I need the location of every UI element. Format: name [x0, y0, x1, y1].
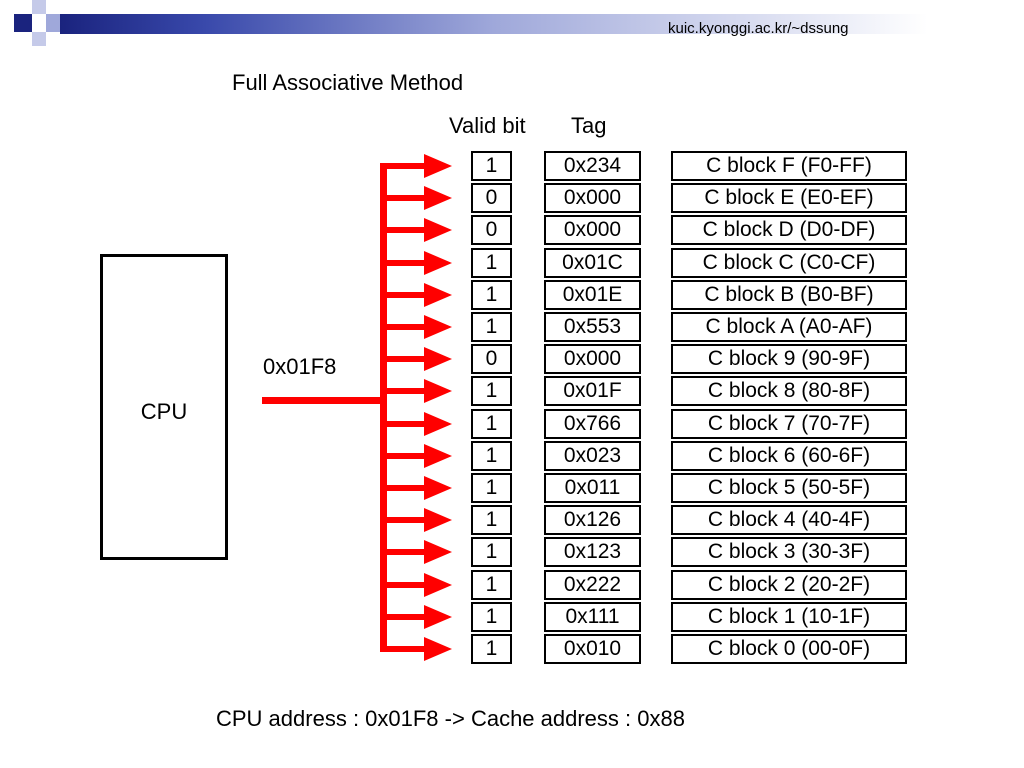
- tag-cell: 0x000: [544, 215, 641, 245]
- branch-arrow-line: [383, 517, 425, 523]
- branch-arrow-head: [424, 251, 452, 275]
- tag-cell: 0x111: [544, 602, 641, 632]
- valid-bit-cell: 1: [471, 151, 512, 181]
- valid-bit-header: Valid bit: [449, 113, 526, 138]
- tag-cell: 0x01E: [544, 280, 641, 310]
- valid-bit-cell: 1: [471, 634, 512, 664]
- header-bar: kuic.kyonggi.ac.kr/~dssung: [0, 0, 1024, 48]
- tag-cell: 0x222: [544, 570, 641, 600]
- valid-bit-cell: 1: [471, 248, 512, 278]
- cache-block-cell: C block C (C0-CF): [671, 248, 907, 278]
- address-label: 0x01F8: [263, 354, 337, 379]
- branch-arrow-head: [424, 444, 452, 468]
- cache-block-cell: C block 5 (50-5F): [671, 473, 907, 503]
- site-url: kuic.kyonggi.ac.kr/~dssung: [668, 20, 849, 37]
- branch-arrow-head: [424, 476, 452, 500]
- valid-bit-cell: 0: [471, 215, 512, 245]
- valid-bit-cell: 1: [471, 473, 512, 503]
- tag-cell: 0x023: [544, 441, 641, 471]
- tag-cell: 0x000: [544, 344, 641, 374]
- branch-arrow-line: [383, 260, 425, 266]
- branch-arrow-line: [383, 485, 425, 491]
- branch-arrow-head: [424, 412, 452, 436]
- tag-cell: 0x010: [544, 634, 641, 664]
- cache-block-cell: C block F (F0-FF): [671, 151, 907, 181]
- tag-cell: 0x011: [544, 473, 641, 503]
- valid-bit-cell: 0: [471, 183, 512, 213]
- branch-arrow-head: [424, 605, 452, 629]
- cache-block-cell: C block A (A0-AF): [671, 312, 907, 342]
- cache-block-cell: C block 0 (00-0F): [671, 634, 907, 664]
- cache-block-cell: C block B (B0-BF): [671, 280, 907, 310]
- bottom-note: CPU address : 0x01F8 -> Cache address : …: [216, 706, 685, 731]
- branch-arrow-line: [383, 324, 425, 330]
- tag-cell: 0x126: [544, 505, 641, 535]
- cache-block-cell: C block D (D0-DF): [671, 215, 907, 245]
- branch-arrow-head: [424, 315, 452, 339]
- cache-block-cell: C block 1 (10-1F): [671, 602, 907, 632]
- branch-arrow-line: [383, 549, 425, 555]
- cache-block-cell: C block 6 (60-6F): [671, 441, 907, 471]
- logo-square-light: [46, 14, 60, 32]
- tag-cell: 0x123: [544, 537, 641, 567]
- valid-bit-cell: 1: [471, 280, 512, 310]
- tag-cell: 0x01C: [544, 248, 641, 278]
- cache-block-cell: C block 9 (90-9F): [671, 344, 907, 374]
- branch-arrow-line: [383, 227, 425, 233]
- valid-bit-cell: 1: [471, 441, 512, 471]
- tag-cell: 0x553: [544, 312, 641, 342]
- valid-bit-cell: 1: [471, 505, 512, 535]
- valid-bit-cell: 1: [471, 409, 512, 439]
- cache-block-cell: C block 4 (40-4F): [671, 505, 907, 535]
- input-arrow-line: [262, 397, 386, 404]
- branch-arrow-head: [424, 379, 452, 403]
- logo-square-light: [32, 0, 46, 14]
- valid-bit-cell: 1: [471, 602, 512, 632]
- tag-cell: 0x01F: [544, 376, 641, 406]
- branch-arrow-head: [424, 637, 452, 661]
- cache-block-cell: C block 2 (20-2F): [671, 570, 907, 600]
- cache-block-cell: C block E (E0-EF): [671, 183, 907, 213]
- tag-cell: 0x000: [544, 183, 641, 213]
- tag-cell: 0x234: [544, 151, 641, 181]
- logo-square-dark: [14, 14, 32, 32]
- branch-arrow-line: [383, 614, 425, 620]
- branch-arrow-line: [383, 292, 425, 298]
- valid-bit-cell: 1: [471, 312, 512, 342]
- branch-arrow-line: [383, 646, 425, 652]
- branch-arrow-line: [383, 388, 425, 394]
- branch-arrow-line: [383, 356, 425, 362]
- logo-square-light: [32, 32, 46, 46]
- cache-block-cell: C block 7 (70-7F): [671, 409, 907, 439]
- branch-arrow-head: [424, 540, 452, 564]
- branch-arrow-line: [383, 582, 425, 588]
- branch-arrow-head: [424, 573, 452, 597]
- diagram-title: Full Associative Method: [232, 70, 464, 95]
- branch-arrow-head: [424, 218, 452, 242]
- valid-bit-cell: 1: [471, 376, 512, 406]
- header-gradient: [60, 14, 1024, 34]
- branch-arrow-head: [424, 154, 452, 178]
- branch-arrow-head: [424, 186, 452, 210]
- branch-arrow-line: [383, 421, 425, 427]
- tag-cell: 0x766: [544, 409, 641, 439]
- cpu-box: CPU: [100, 254, 228, 560]
- cpu-label: CPU: [140, 399, 188, 424]
- branch-arrow-line: [383, 195, 425, 201]
- valid-bit-cell: 0: [471, 344, 512, 374]
- branch-arrow-head: [424, 508, 452, 532]
- cache-block-cell: C block 8 (80-8F): [671, 376, 907, 406]
- branch-arrow-line: [383, 453, 425, 459]
- branch-arrow-head: [424, 283, 452, 307]
- cache-block-cell: C block 3 (30-3F): [671, 537, 907, 567]
- branch-arrow-head: [424, 347, 452, 371]
- vertical-bus: [380, 163, 387, 652]
- valid-bit-cell: 1: [471, 570, 512, 600]
- valid-bit-cell: 1: [471, 537, 512, 567]
- branch-arrow-line: [383, 163, 425, 169]
- tag-header: Tag: [571, 113, 607, 138]
